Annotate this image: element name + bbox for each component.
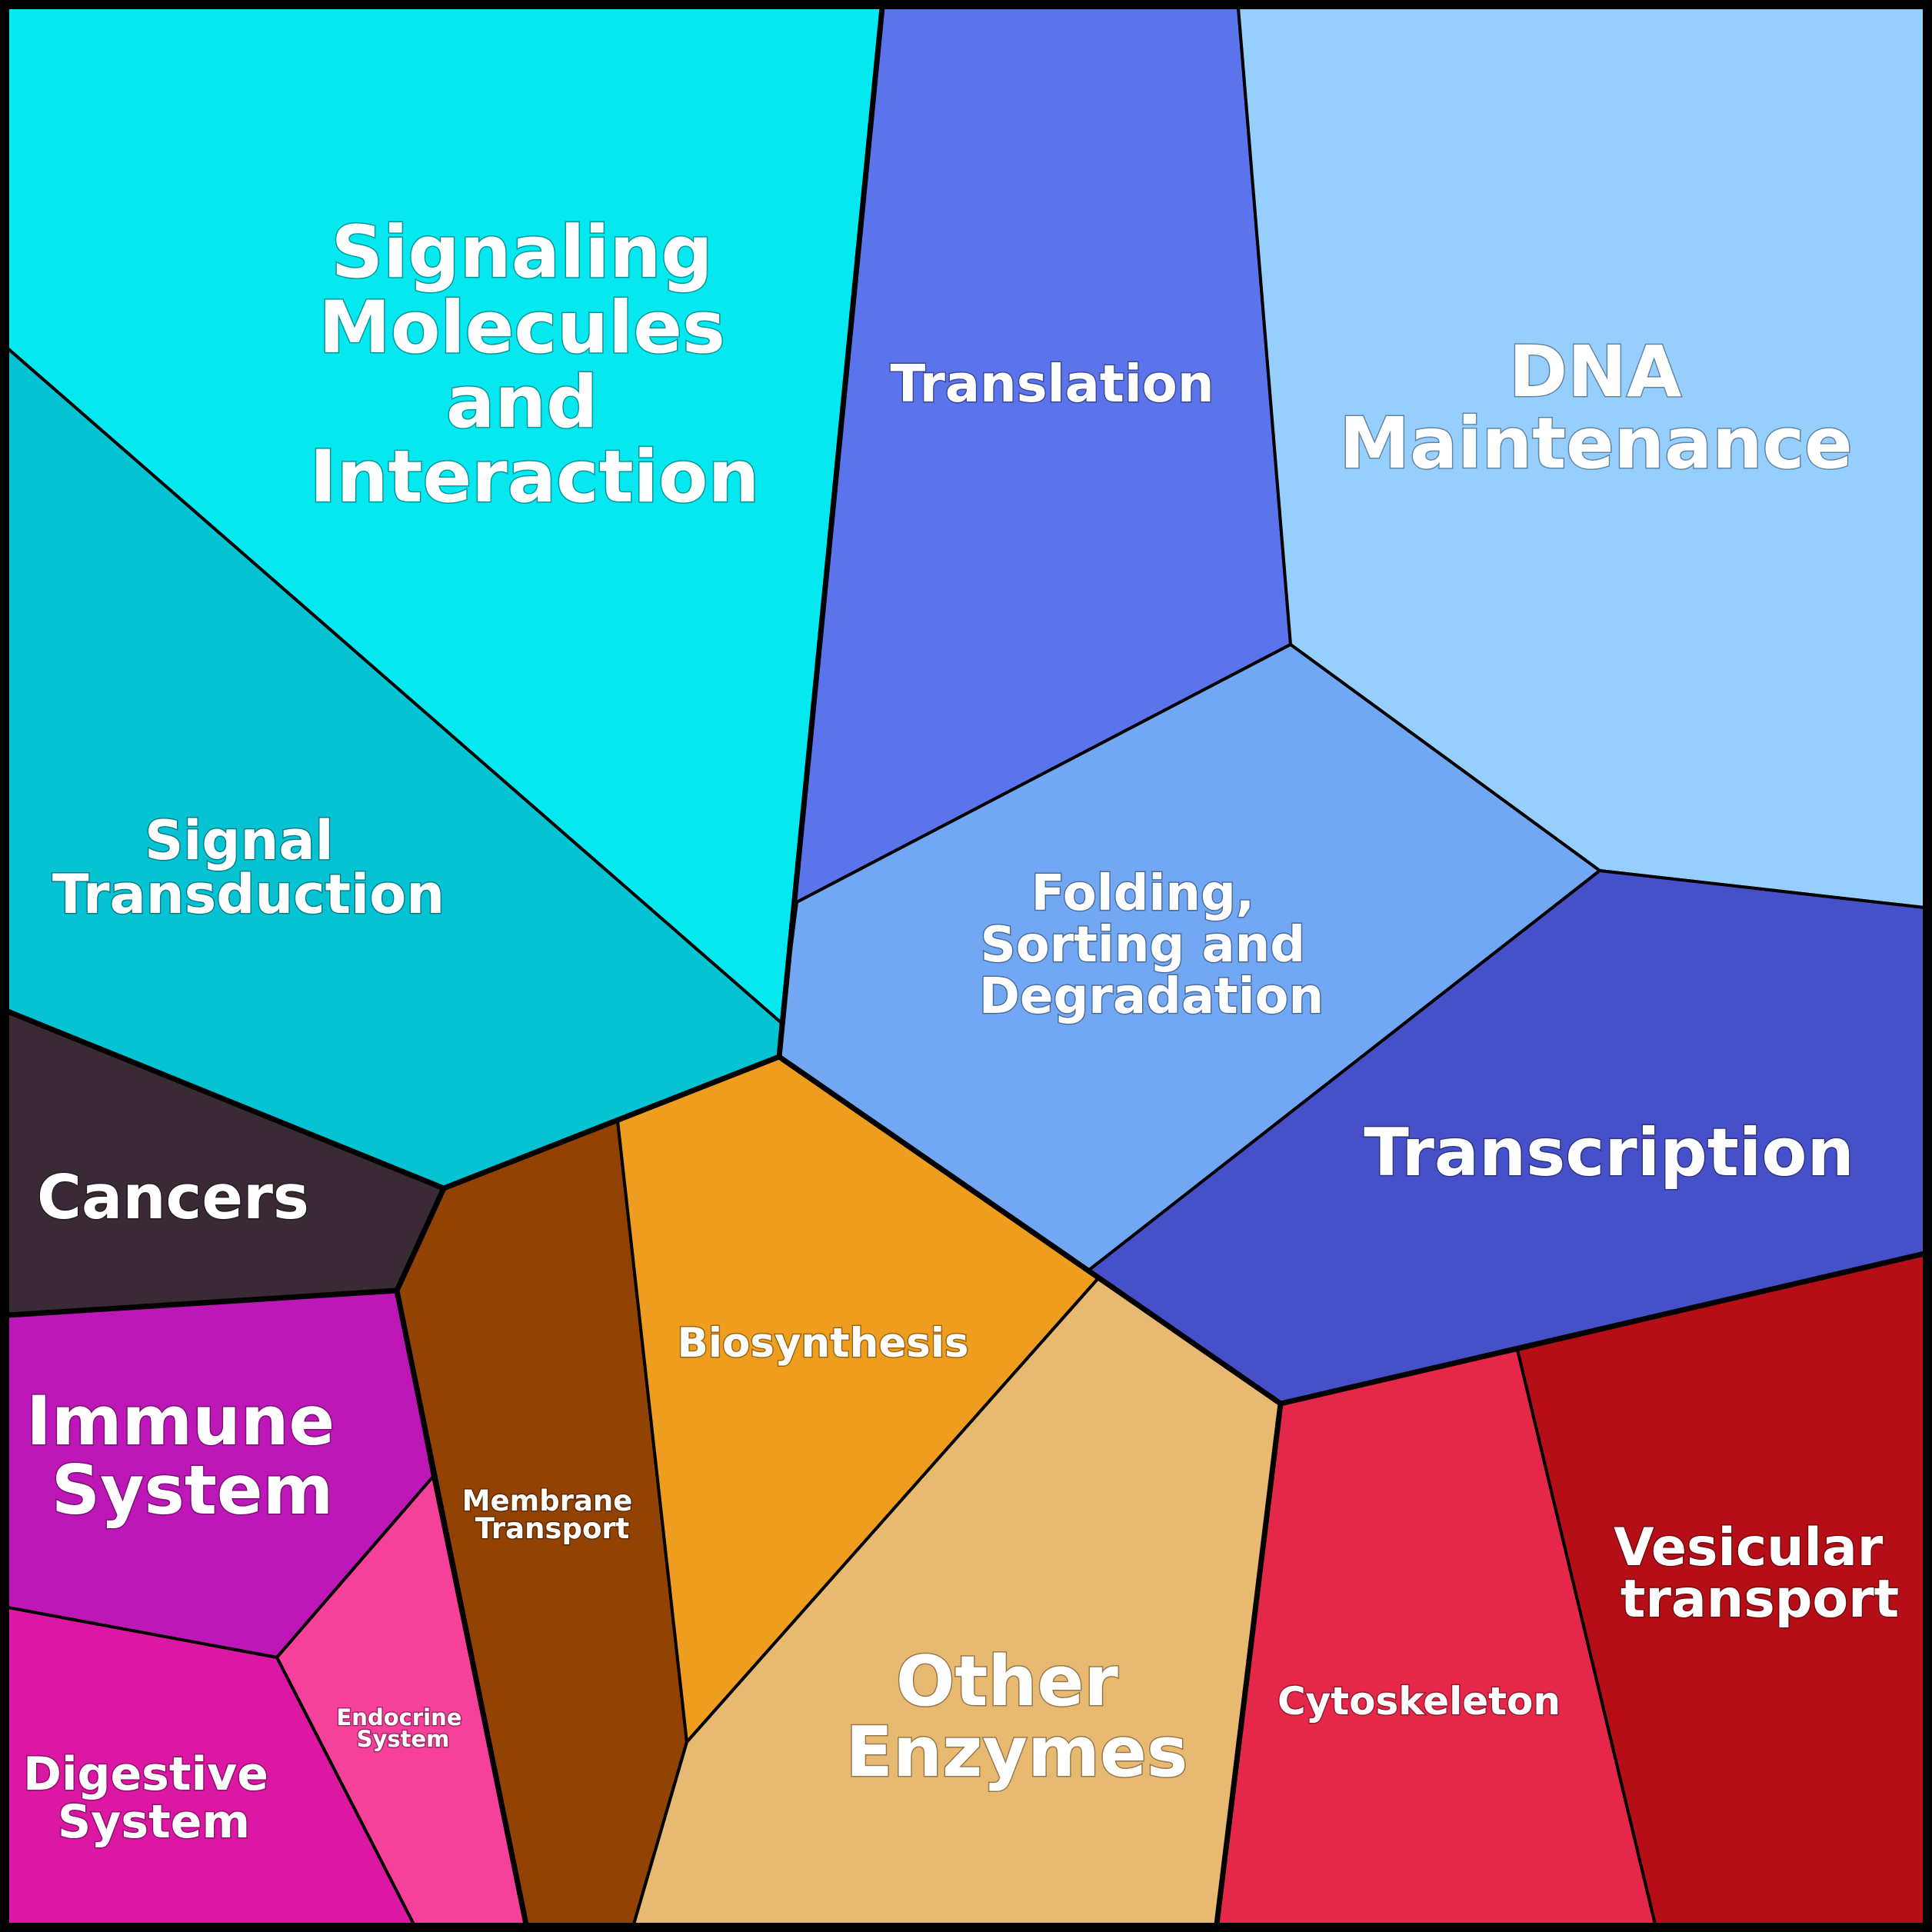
label-other-enzymes: Other Enzymes [846, 1641, 1188, 1793]
cell-digestive-system[interactable] [6, 1606, 415, 1926]
label-signal-transduction: Signal Transduction [52, 809, 445, 926]
label-translation: Translation [890, 354, 1214, 414]
label-cytoskeleton: Cytoskeleton [1277, 1679, 1561, 1724]
label-endocrine-system: Endocrine System [337, 1704, 470, 1752]
label-transcription: Transcription [1364, 1114, 1854, 1191]
label-immune-system: Immune System [26, 1381, 358, 1530]
label-signaling-molecules: Signaling Molecules and Interaction [310, 211, 760, 519]
label-digestive-system: Digestive System [23, 1747, 285, 1849]
label-biosynthesis: Biosynthesis [677, 1320, 968, 1367]
label-vesicular-transport: Vesicular transport [1614, 1517, 1901, 1630]
label-cancers: Cancers [37, 1162, 309, 1233]
group-boundary-environmental [5, 5, 885, 1191]
group-boundary-cancers [394, 1185, 447, 1294]
label-folding-sorting: Folding, Sorting and Degradation [979, 865, 1324, 1025]
group-boundary-genetic [1277, 1251, 1927, 1407]
label-dna-maintenance: DNA Maintenance [1339, 331, 1852, 485]
label-membrane-transport: Membrane Transport [462, 1484, 643, 1545]
